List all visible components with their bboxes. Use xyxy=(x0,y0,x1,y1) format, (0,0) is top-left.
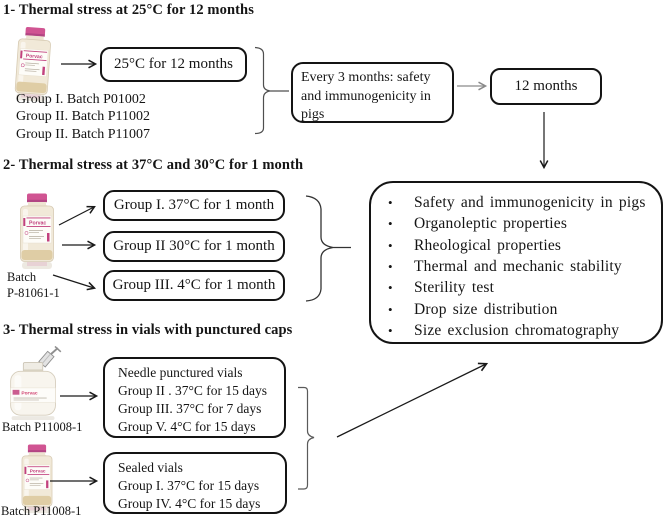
bullet-icon: • xyxy=(388,216,393,232)
batch-line: Batch xyxy=(7,270,37,284)
arrow-vial2-to-group1 xyxy=(58,205,96,226)
bullet-icon: • xyxy=(388,323,393,339)
arrow-section3-to-results xyxy=(336,362,489,438)
group1-37c-box: Group I. 37°C for 1 month xyxy=(103,190,285,221)
vial-brand-text: Porvac xyxy=(21,391,38,397)
brace-section2-connector xyxy=(305,195,351,302)
section2-title: 2- Thermal stress at 37°C and 30°C for 1… xyxy=(3,157,304,173)
section3-title: 3- Thermal stress in vials with puncture… xyxy=(3,322,293,338)
analysis-item: • Size exclusion chromatography xyxy=(371,321,661,342)
group2-30c-box: Group II 30°C for 1 month xyxy=(103,231,285,262)
group3-4c-label: Group III. 4°C for 1 month xyxy=(112,277,276,293)
group1-37c-label: Group I. 37°C for 1 month xyxy=(113,197,275,213)
12-months-box: 12 months xyxy=(490,68,602,105)
section1-groups: Group I. Batch P01002 Group II. Batch P1… xyxy=(16,91,150,143)
bullet-icon: • xyxy=(388,280,393,296)
bullet-icon: • xyxy=(388,194,393,210)
bullet-icon: • xyxy=(388,258,393,274)
analyses-results-box: • Safety and immunogenicity in pigs • Or… xyxy=(369,181,663,344)
bullet-icon: • xyxy=(388,237,393,253)
bracket-section1-connector xyxy=(254,46,289,135)
stress-25c-box: 25°C for 12 months xyxy=(100,47,247,82)
vial-brand-text: Porvac xyxy=(26,53,43,60)
analysis-item: • Safety and immunogenicity in pigs xyxy=(371,192,661,213)
group3-4c-box: Group III. 4°C for 1 month xyxy=(103,270,285,301)
analysis-item: • Rheological properties xyxy=(371,235,661,256)
group-line: Group II. Batch P11007 xyxy=(16,126,151,142)
bullet-icon: • xyxy=(388,301,393,317)
vial-brand-text: Porvac xyxy=(29,221,46,227)
syringe-punctured-vial-image: Porvac xyxy=(10,346,62,421)
needle-punctured-box: Needle punctured vials Group II . 37°C f… xyxy=(103,357,286,438)
every-3-months-label: Every 3 months: safety and immunogenicit… xyxy=(301,70,431,122)
batch-line: P-81061-1 xyxy=(7,285,60,300)
vaccine-vial-image: Porvac xyxy=(20,193,54,269)
batch-label-sealed: Batch P11008-1 xyxy=(1,504,82,518)
group-line: Group II. Batch P11002 xyxy=(16,109,151,125)
section1-title: 1- Thermal stress at 25°C for 12 months xyxy=(3,2,254,18)
analysis-item: • Organoleptic properties xyxy=(371,213,661,234)
sealed-vials-box: Sealed vials Group I. 37°C for 15 days G… xyxy=(103,452,287,514)
vaccine-vial-image: Porvac xyxy=(14,27,51,102)
group2-30c-label: Group II 30°C for 1 month xyxy=(113,238,275,254)
stress-25c-label: 25°C for 12 months xyxy=(114,56,233,72)
group-line: Group I. Batch P01002 xyxy=(16,92,146,107)
analysis-item: • Thermal and mechanic stability xyxy=(371,256,661,277)
12-months-label: 12 months xyxy=(514,78,578,94)
vial-brand-text: Porvac xyxy=(30,469,46,475)
analysis-item: • Drop size distribution xyxy=(371,299,661,320)
batch-label-punctured: Batch P11008-1 xyxy=(2,420,83,434)
every-3-months-box: Every 3 months: safety and immunogenicit… xyxy=(291,62,454,123)
batch-label-section2: Batch P-81061-1 xyxy=(7,270,60,301)
vaccine-vial-image: Porvac xyxy=(21,444,53,514)
bracket-section3-connector xyxy=(298,386,315,490)
analysis-item: • Sterility test xyxy=(371,278,661,299)
